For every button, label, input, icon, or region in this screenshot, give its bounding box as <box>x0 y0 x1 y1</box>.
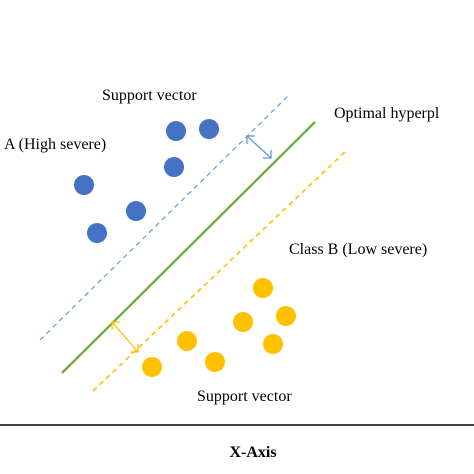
margin-line-class-a <box>39 93 291 341</box>
optimal-hyperplane-line <box>61 121 316 374</box>
class-a-label: A (High severe) <box>4 136 106 153</box>
class-b-point <box>205 352 225 372</box>
class-b-point <box>233 312 253 332</box>
class-a-point <box>74 175 94 195</box>
optimal-hyperplane-label: Optimal hyperpl <box>334 105 440 122</box>
class-a-point <box>164 157 184 177</box>
class-a-point <box>199 119 219 139</box>
margin-arrow-lower <box>111 321 139 353</box>
class-b-point <box>276 306 296 326</box>
margin-arrow-upper <box>246 135 272 159</box>
class-b-point <box>142 357 162 377</box>
margin-line-class-b <box>92 149 348 392</box>
x-axis-title: X-Axis <box>229 444 276 461</box>
class-b-points <box>142 278 296 377</box>
class-b-point <box>263 334 283 354</box>
class-b-point <box>177 331 197 351</box>
support-vector-label-bottom: Support vector <box>197 388 292 405</box>
class-b-label: Class B (Low severe) <box>289 241 427 258</box>
class-a-points <box>74 119 219 243</box>
class-a-point <box>87 223 107 243</box>
class-a-point <box>166 121 186 141</box>
class-a-point <box>126 201 146 221</box>
class-b-point <box>253 278 273 298</box>
support-vector-label-top: Support vector <box>102 87 197 104</box>
